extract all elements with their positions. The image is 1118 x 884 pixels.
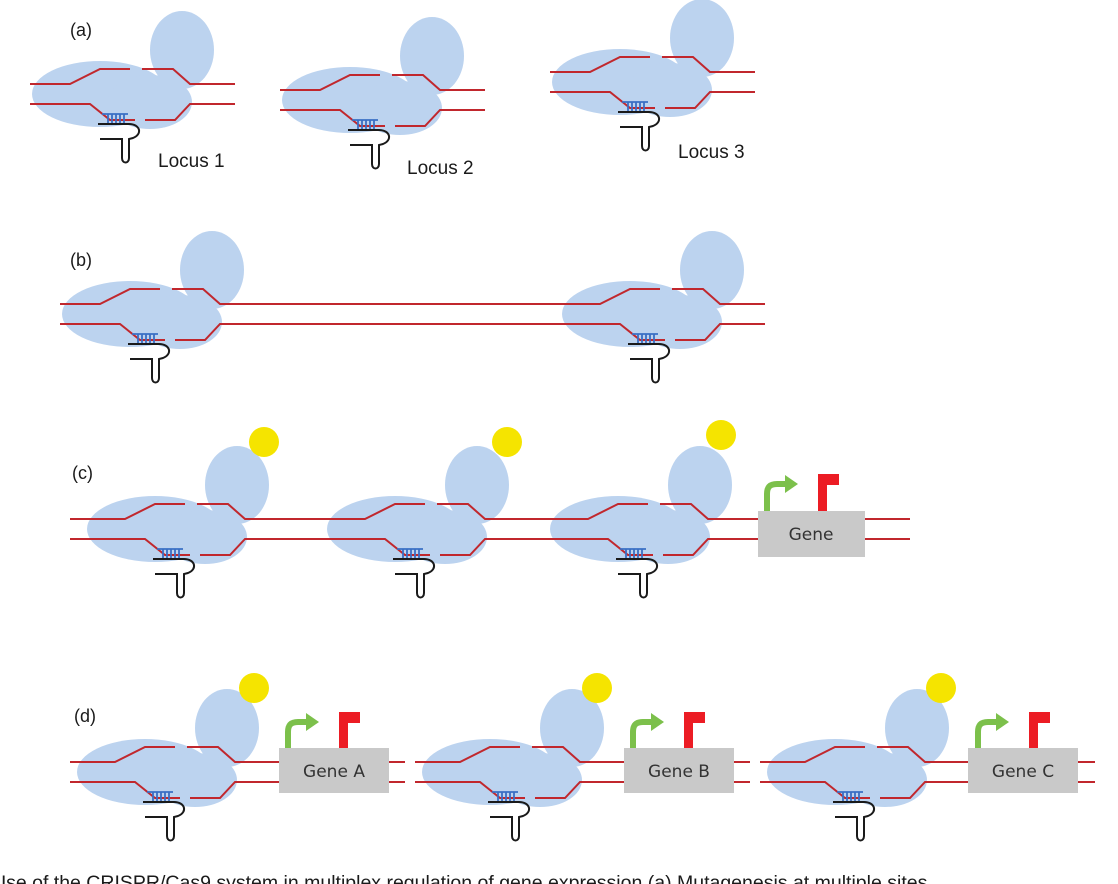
cas9-complex-locus-3 bbox=[549, 0, 756, 152]
panel-label-c: (c) bbox=[72, 463, 93, 483]
locus-3-label: Locus 3 bbox=[678, 142, 745, 163]
gene-a-box bbox=[279, 748, 389, 793]
panel-label-a: (a) bbox=[70, 20, 92, 40]
cas9-complex-right bbox=[559, 230, 766, 384]
gene-c-box bbox=[968, 748, 1078, 793]
panel-c: Gene bbox=[70, 420, 910, 599]
cas9-complex-d1 bbox=[74, 688, 281, 842]
effector-dot-c2 bbox=[492, 427, 522, 457]
effector-dot-d3 bbox=[926, 673, 956, 703]
effector-dot-c1 bbox=[249, 427, 279, 457]
panel-label-b: (b) bbox=[70, 250, 92, 270]
locus-2-label: Locus 2 bbox=[407, 158, 474, 179]
panel-d: Gene A Gene B Gene C bbox=[70, 673, 1095, 842]
panel-a: Locus 1 Locus 2 Locus 3 bbox=[29, 0, 756, 179]
panel-b bbox=[59, 230, 766, 384]
panel-label-d: (d) bbox=[74, 706, 96, 726]
gene-b-label: Gene B bbox=[648, 762, 710, 782]
effector-dot-d2 bbox=[582, 673, 612, 703]
locus-1-label: Locus 1 bbox=[158, 151, 225, 172]
cas9-complex-d3 bbox=[764, 688, 971, 842]
figure-caption: Use of the CRISPR/Cas9 system in multipl… bbox=[0, 872, 928, 884]
effector-dot-d1 bbox=[239, 673, 269, 703]
cas9-complex-locus-1 bbox=[29, 10, 236, 164]
effector-dot-c3 bbox=[706, 420, 736, 450]
cas9-complex-c2 bbox=[324, 445, 531, 599]
cas9-complex-c1 bbox=[84, 445, 291, 599]
cas9-complex-c3 bbox=[547, 445, 754, 599]
gene-a-label: Gene A bbox=[303, 762, 365, 782]
gene-box-label: Gene bbox=[789, 525, 834, 545]
gene-box bbox=[758, 511, 865, 557]
gene-c-label: Gene C bbox=[992, 762, 1054, 782]
cas9-complex-locus-2 bbox=[279, 16, 486, 170]
gene-b-box bbox=[624, 748, 734, 793]
cas9-complex-d2 bbox=[419, 688, 626, 842]
